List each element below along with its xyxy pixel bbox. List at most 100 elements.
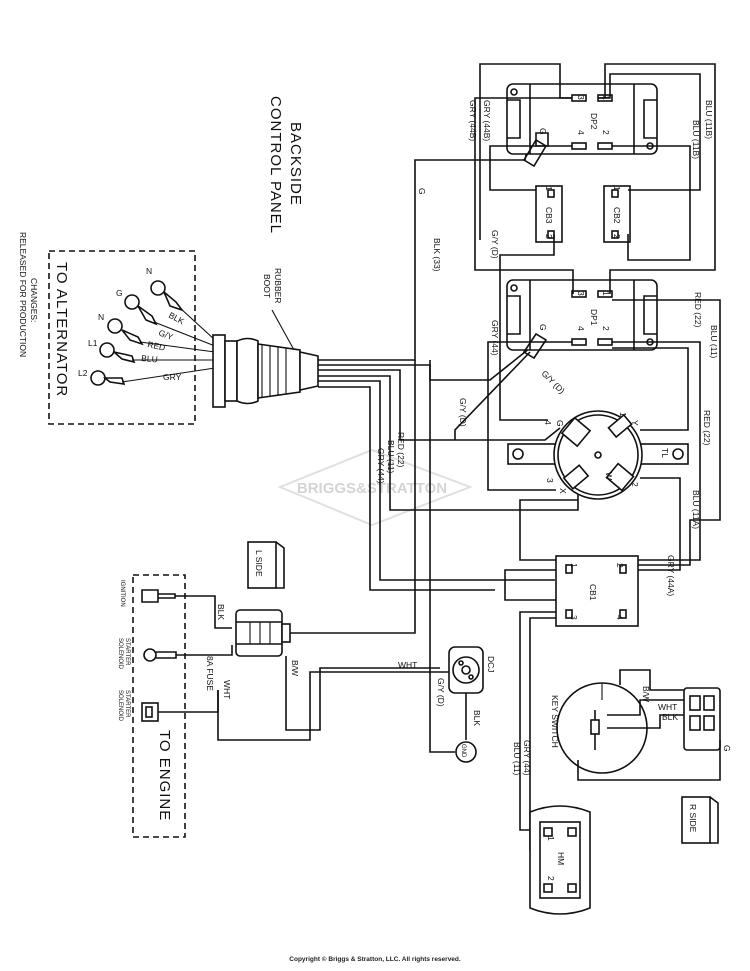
alt-lead-blu: BLU [141,353,158,364]
wire-label-gyd-top: G/Y (D) [490,230,500,259]
alternator-ring-terminals [90,280,216,386]
cb3-t1: 1 [544,186,554,191]
rubber-boot [212,334,319,408]
changes-label: CHANGES: [29,278,39,322]
wire-label-bw-key: B/W [641,686,651,702]
cb1-breaker [555,555,639,627]
wire-label-blu11-bottom: BLU (11) [512,742,522,776]
dp1-t2: 2 [601,326,611,331]
wire-label-blk33: BLK (33) [432,238,442,272]
ring-terminal-l1 [99,342,115,358]
cb3-label: CB3 [544,207,554,224]
wire-label-blu11b-a: BLU (11B) [704,100,714,139]
wire-label-gyd-dcj: G/Y (D) [436,678,446,707]
alt-lead-red: RED [147,339,167,353]
starter-solenoid-connector [141,690,219,722]
wire-label-gry44a: GRY (44A) [666,555,676,596]
copyright-text: Copyright © Briggs & Stratton, LLC. All … [289,956,461,963]
ring-terminal-n2 [107,318,123,334]
dp1-t1: 1 [601,291,611,296]
ignition-label: IGNITION [119,580,125,607]
wire-label-blu11b-b: BLU (11B) [691,120,701,159]
cb3-t2: 2 [544,234,554,239]
engine-wiring [217,360,455,753]
wire-label-blu11: BLU (11) [709,325,719,359]
tl-ty: Y [630,420,640,426]
wire-label-gry44b-a: GRY (44B) [468,100,478,141]
alt-label-g: G [116,288,123,298]
wire-label-blu11a: BLU (11A) [691,490,701,529]
dp1-t4: 4 [576,326,586,331]
wire-label-bw-engine: B/W [290,660,300,676]
wire-label-red22-top: RED (22) [693,292,703,328]
alt-lead-gy: G/Y [157,327,174,342]
alt-lead-blk: BLK [167,310,186,327]
panel-wiring [454,63,721,851]
wire-label-g: G [417,188,427,195]
wire-label-gry44b-b: GRY (44B) [482,100,492,141]
wire-label-red22-right: RED (22) [702,410,712,446]
cb1-t1: 1 [569,563,579,568]
tl-t3: 3 [545,478,555,483]
solenoid-label-1: SOLENOID [117,638,123,670]
ring-terminal-g [124,294,140,310]
wire-label-blu11-left: BLU (11) [386,440,396,474]
engine-box [132,574,186,838]
wire-label-blk-key: BLK [662,712,678,722]
wire-label-blk-engine: BLK [216,604,226,620]
starter-label-2: STARTER [124,690,130,718]
wire-label-gry44-left: GRY (44) [376,448,386,484]
dp1-label: DP1 [589,309,599,326]
to-engine-label: TO ENGINE [156,730,173,821]
wire-label-blk-dcj: BLK [472,710,482,726]
dp2-t3: 3 [576,95,586,100]
gnd-label: GND [460,744,466,758]
cb2-t2: 2 [612,234,622,239]
starter-label-1: STARTER [124,638,130,666]
alternator-box [48,250,196,425]
boot-label: BOOT [262,274,272,298]
wire-label-wht: WHT [398,660,417,670]
wire-label-gyd-left: G/Y (D) [458,398,468,427]
hm-t1: 1 [546,836,556,841]
l-side-tab [247,541,285,589]
ignition-terminal [141,589,232,629]
ring-terminal-l2 [90,370,106,386]
tl-twist-lock-receptacle [507,410,689,500]
tl-tw: W [604,472,614,480]
control-panel-title: CONTROL PANEL [267,96,284,234]
dp2-t2: 2 [601,130,611,135]
wire-label-gry44-top: GRY (44) [490,320,500,356]
r-side-label: R SIDE [688,804,698,833]
dcj-connector [448,646,484,694]
released-label: RELEASED FOR PRODUCTION [18,232,28,357]
key-switch-label: KEY SWITCH [550,695,560,748]
l-side-label: L SIDE [254,550,264,577]
hm-hour-meter [529,805,591,915]
dp1-tg: G [538,324,548,331]
tl-t4: 4 [543,420,553,425]
key-g-label: G [722,745,732,752]
fuse-label: 8A FUSE [205,656,215,691]
wire-label-wht-key: WHT [658,702,677,712]
gnd-terminal [455,741,477,763]
cb3-breaker [535,185,563,243]
cb2-breaker [603,185,631,243]
dp1-ground-connector [522,332,548,360]
key-switch [556,669,721,781]
fuse-holder [235,609,291,657]
wire-label-gyd-mid: G/Y (D) [540,368,567,395]
ring-terminal-n1 [150,280,166,296]
dcj-label: DCJ [486,656,496,673]
wire-label-red22-left: RED (22) [396,432,406,468]
alt-label-n1: N [146,266,152,276]
cb1-t4: 4 [615,615,625,620]
alt-label-n2: N [98,312,104,322]
to-alternator-label: TO ALTERNATOR [53,262,70,397]
alt-lead-gry: GRY [163,372,182,382]
watermark-text: BRIGGS&STRATTON [297,480,447,497]
cb1-t3: 3 [569,615,579,620]
wire-label-gry44-bottom: GRY (44) [522,740,532,776]
cb2-t1: 1 [612,186,622,191]
